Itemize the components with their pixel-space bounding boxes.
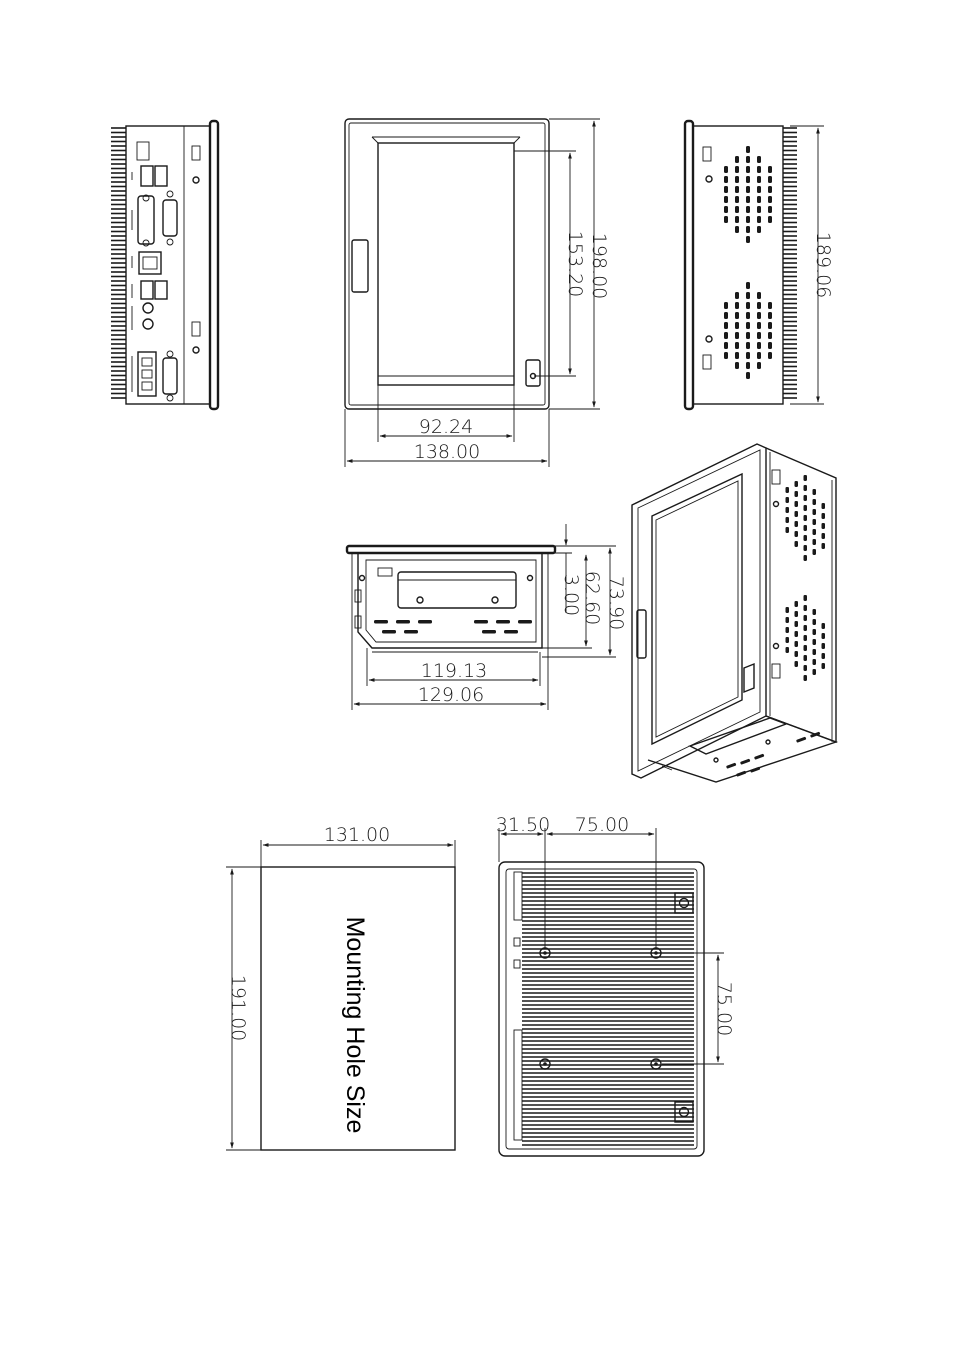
vesa-hole-bottom-right — [650, 1058, 662, 1070]
rear-view: 31.50 75.00 75.00 — [496, 814, 735, 1157]
front-height-label: 198.00 — [588, 233, 610, 299]
screen-width-label: 92.24 — [419, 416, 473, 438]
iso-vent-slots — [785, 475, 825, 681]
cutout-title: Mounting Hole Size — [341, 917, 369, 1134]
total-depth-label: 73.90 — [605, 576, 627, 630]
bottom-view: 3.00 62.60 73.90 119.13 129.06 — [345, 524, 627, 710]
screen-height-label: 153.20 — [564, 231, 586, 297]
body-depth-label: 62.60 — [581, 571, 603, 625]
vesa-hole-bottom-left — [539, 1058, 551, 1070]
bottom-vent-slots — [374, 620, 532, 634]
inner-width-label: 119.13 — [421, 660, 487, 682]
front-width-label: 138.00 — [414, 441, 480, 463]
left-side-io-view — [111, 119, 220, 411]
outer-width-label: 129.06 — [418, 684, 484, 706]
right-vent-slots — [724, 146, 772, 379]
rear-hole-spacing-v-label: 75.00 — [713, 982, 735, 1036]
right-heatsink-fins — [783, 127, 797, 399]
right-side-vent-view: 189.06 — [683, 119, 834, 411]
cutout-width-label: 131.00 — [324, 824, 390, 846]
rear-heatsink-fins — [522, 872, 694, 1146]
iso-bottom-vent-slots — [726, 731, 821, 777]
isometric-view — [631, 443, 839, 783]
rear-hole-spacing-h-label: 75.00 — [575, 814, 629, 836]
cutout-height-label: 191.00 — [227, 975, 249, 1041]
side-height-label: 189.06 — [812, 232, 834, 298]
mounting-cutout: 131.00 191.00 Mounting Hole Size — [226, 824, 456, 1151]
left-heatsink-fins — [111, 127, 126, 399]
rear-offset-label: 31.50 — [496, 814, 550, 836]
bezel-thickness-label: 3.00 — [560, 574, 582, 616]
front-view: 198.00 153.20 92.24 138.00 — [344, 118, 610, 467]
